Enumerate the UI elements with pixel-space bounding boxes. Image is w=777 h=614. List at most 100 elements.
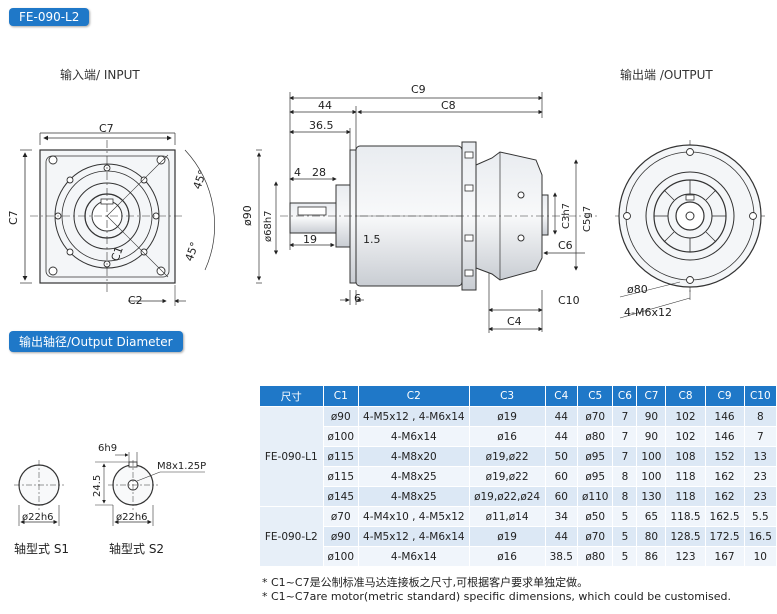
dim-1-5: 1.5 [363,233,381,246]
header-c6: C6 [612,385,638,407]
table-cell: ø100 [322,426,360,447]
table-cell: 4-M8x25 [358,486,470,507]
table-cell: 23 [743,486,777,507]
table-cell: 65 [636,506,667,527]
table-row: ø145 4-M8x25 ø19,ø22,ø24 60 ø110 8 130 1… [260,486,777,507]
table-cell: 4-M8x25 [358,466,470,487]
table-cell: ø19 [468,526,546,547]
c7-top-label: C7 [99,122,114,135]
table-cell: 128.5 [665,526,706,547]
table-cell: ø70 [322,506,360,527]
table-cell: ø19,ø22 [468,446,546,467]
table-cell: 130 [636,486,667,507]
c5-label: C5g7 [582,206,593,232]
dimension-table: 尺寸 C1 C2 C3 C4 C5 C6 C7 C8 C9 C10 FE-090… [259,385,777,567]
dia-80-label: ø80 [627,283,648,296]
table-cell: 90 [636,406,667,427]
table-cell: 102 [665,406,706,427]
table-cell: 4-M5x12 , 4-M6x14 [358,526,470,547]
table-cell: 123 [665,546,706,567]
table-cell: ø11,ø14 [468,506,546,527]
c2-label: C2 [128,294,143,307]
table-cell: 4-M6x14 [358,426,470,447]
table-cell: ø95 [576,466,614,487]
s2-diameter-label: ø22h6 [116,512,148,523]
key-width-label: 6h9 [98,443,117,454]
table-cell: ø90 [322,406,360,427]
table-cell: 4-M8x20 [358,446,470,467]
table-cell: 60 [544,486,578,507]
output-label: 输出端 /OUTPUT [620,68,713,82]
header-c4: C4 [544,385,578,407]
table-cell: 162 [704,466,745,487]
input-label: 输入端/ INPUT [60,68,140,82]
table-cell: 162 [704,486,745,507]
table-row: ø90 4-M5x12 , 4-M6x14 ø19 44 ø70 5 80 12… [260,526,777,547]
c3-label: C3h7 [561,203,572,229]
table-cell: ø16 [468,426,546,447]
s1-diameter-label: ø22h6 [22,512,54,523]
table-cell: ø80 [576,546,614,567]
table-cell: 8 [612,486,638,507]
dim-19: 19 [303,233,317,246]
table-cell: 7 [612,446,638,467]
table-cell: ø115 [322,446,360,467]
table-cell: ø19 [468,406,546,427]
table-cell: 146 [704,426,745,447]
table-cell: ø90 [322,526,360,547]
table-cell: 34 [544,506,578,527]
header-c8: C8 [665,385,706,407]
table-cell: ø115 [322,466,360,487]
c9-label: C9 [411,83,426,96]
note-english: * C1~C7are motor(metric standard) specif… [262,590,732,603]
table-cell: 10 [743,546,777,567]
header-c10: C10 [743,385,777,407]
table-cell: 16.5 [743,526,777,547]
table-cell: 172.5 [704,526,745,547]
table-row: ø115 4-M8x25 ø19,ø22 60 ø95 8 100 118 16… [260,466,777,487]
table-cell: ø80 [576,426,614,447]
table-cell: 80 [636,526,667,547]
model-title-tag: FE-090-L2 [9,8,90,26]
table-cell: 167 [704,546,745,567]
table-cell: 4-M4x10 , 4-M5x12 [358,506,470,527]
table-row: FE-090-L1 ø90 4-M5x12 , 4-M6x14 ø19 44 ø… [259,406,777,507]
table-cell: 100 [636,466,667,487]
bolt-pattern-label: 4-M6x12 [624,306,672,319]
header-c9: C9 [704,385,745,407]
c4-label: C4 [507,315,522,328]
angle-b-label: 45° [183,240,202,263]
model-cell-l1: FE-090-L1 [259,406,324,507]
table-cell: 4-M6x14 [358,546,470,567]
table-cell: 50 [544,446,578,467]
s2-type-label: 轴型式 S2 [109,541,164,556]
table-cell: 5 [612,506,638,527]
shaft-s1 [14,460,64,526]
dim-4: 4 [294,166,301,179]
table-cell: 162.5 [704,506,745,527]
c8-label: C8 [441,99,456,112]
thread-label: M8x1.25P [157,461,206,472]
table-cell: 8 [743,406,777,427]
c10-label: C10 [558,294,580,307]
table-row: FE-090-L2 ø70 4-M4x10 , 4-M5x12 ø11,ø14 … [259,506,777,567]
table-cell: 5.5 [743,506,777,527]
s1-type-label: 轴型式 S1 [14,541,69,556]
header-size: 尺寸 [259,385,324,407]
table-cell: 102 [665,426,706,447]
header-c5: C5 [576,385,614,407]
dia-68-label: ø68h7 [263,210,274,242]
table-cell: ø100 [322,546,360,567]
table-row: ø115 4-M8x20 ø19,ø22 50 ø95 7 100 108 15… [260,446,777,467]
table-cell: 44 [544,526,578,547]
table-cell: ø70 [576,406,614,427]
table-cell: 13 [743,446,777,467]
table-cell: ø19,ø22 [468,466,546,487]
table-cell: ø16 [468,546,546,567]
table-cell: 118 [665,486,706,507]
table-cell: 108 [665,446,706,467]
dim-36-5: 36.5 [309,119,334,132]
table-cell: 5 [612,526,638,547]
side-view [256,92,600,333]
header-c3: C3 [468,385,546,407]
